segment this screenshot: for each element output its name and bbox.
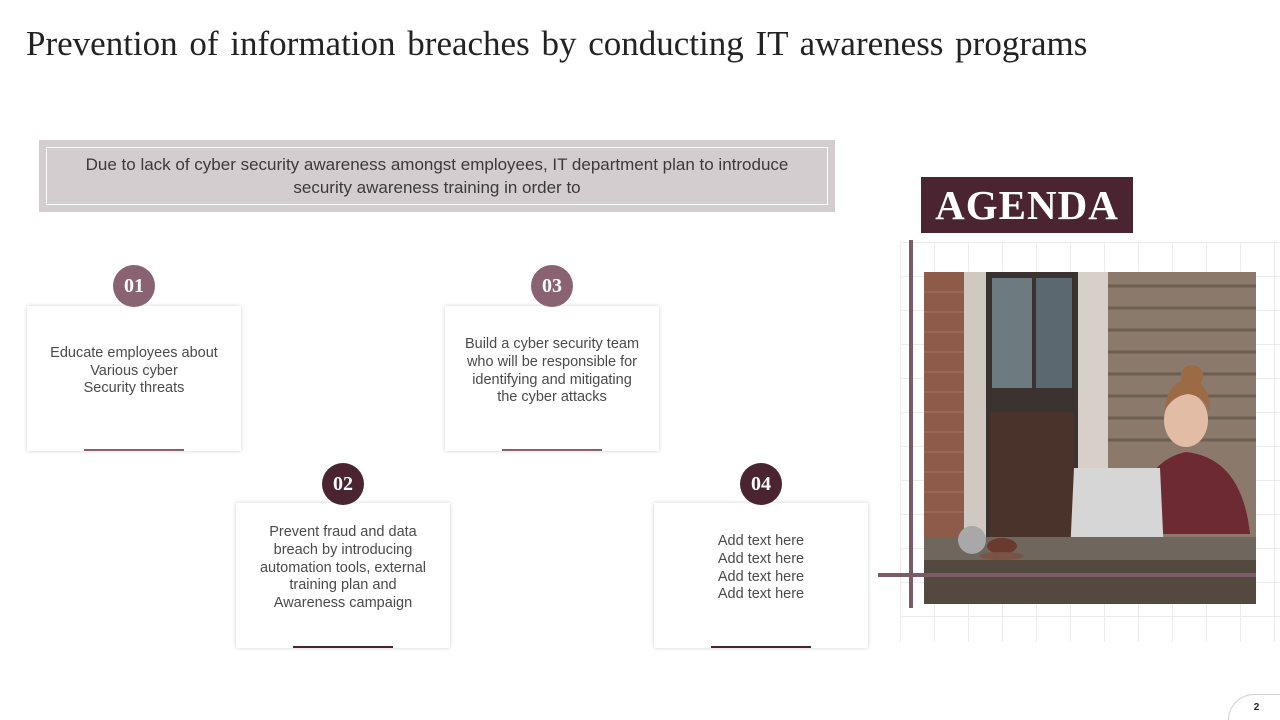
card-underline bbox=[502, 449, 602, 451]
badge-02: 02 bbox=[322, 463, 364, 505]
horizontal-accent-line bbox=[878, 573, 1256, 577]
badge-01: 01 bbox=[113, 265, 155, 307]
card-01-text: Educate employees about Various cyber Se… bbox=[50, 345, 218, 398]
card-text-line: the cyber attacks bbox=[497, 389, 607, 406]
card-text-line: Educate employees about bbox=[50, 344, 218, 361]
card-text-line: Add text here bbox=[717, 550, 805, 567]
card-underline bbox=[84, 449, 184, 451]
card-02: Prevent fraud and data breach by introdu… bbox=[236, 503, 450, 648]
card-03: Build a cyber security team who will be … bbox=[445, 306, 659, 451]
card-text-line: who will be responsible for bbox=[466, 353, 638, 370]
card-text-line: Awareness campaign bbox=[273, 595, 413, 612]
card-03-text: Build a cyber security team who will be … bbox=[465, 336, 639, 407]
card-text-line: Build a cyber security team bbox=[464, 335, 640, 352]
agenda-label: AGENDA bbox=[921, 177, 1133, 233]
card-text-line: breach by introducing bbox=[273, 541, 413, 558]
card-text-line: training plan and bbox=[289, 577, 397, 594]
slide-title: Prevention of information breaches by co… bbox=[26, 24, 1088, 63]
card-text-line: identifying and mitigating bbox=[472, 371, 632, 388]
card-underline bbox=[293, 646, 393, 648]
card-text-line: Security threats bbox=[83, 380, 185, 397]
page-number: 2 bbox=[1228, 694, 1280, 720]
card-02-text: Prevent fraud and data breach by introdu… bbox=[260, 524, 426, 613]
card-text-line: Add text here bbox=[717, 532, 805, 549]
card-04: Add text here Add text here Add text her… bbox=[654, 503, 868, 648]
card-text-line: automation tools, external bbox=[259, 559, 427, 576]
card-04-text: Add text here Add text here Add text her… bbox=[718, 533, 804, 604]
intro-box: Due to lack of cyber security awareness … bbox=[39, 140, 835, 212]
card-text-line: Various cyber bbox=[90, 362, 178, 379]
card-text-line: Add text here bbox=[717, 568, 805, 585]
intro-text: Due to lack of cyber security awareness … bbox=[46, 147, 828, 205]
woman-laptop-photo bbox=[924, 272, 1256, 604]
card-text-line: Prevent fraud and data bbox=[269, 524, 417, 540]
card-01: Educate employees about Various cyber Se… bbox=[27, 306, 241, 451]
badge-04: 04 bbox=[740, 463, 782, 505]
card-text-line: Add text here bbox=[717, 586, 805, 603]
badge-03: 03 bbox=[531, 265, 573, 307]
vertical-accent-line bbox=[909, 240, 913, 608]
card-underline bbox=[711, 646, 811, 648]
